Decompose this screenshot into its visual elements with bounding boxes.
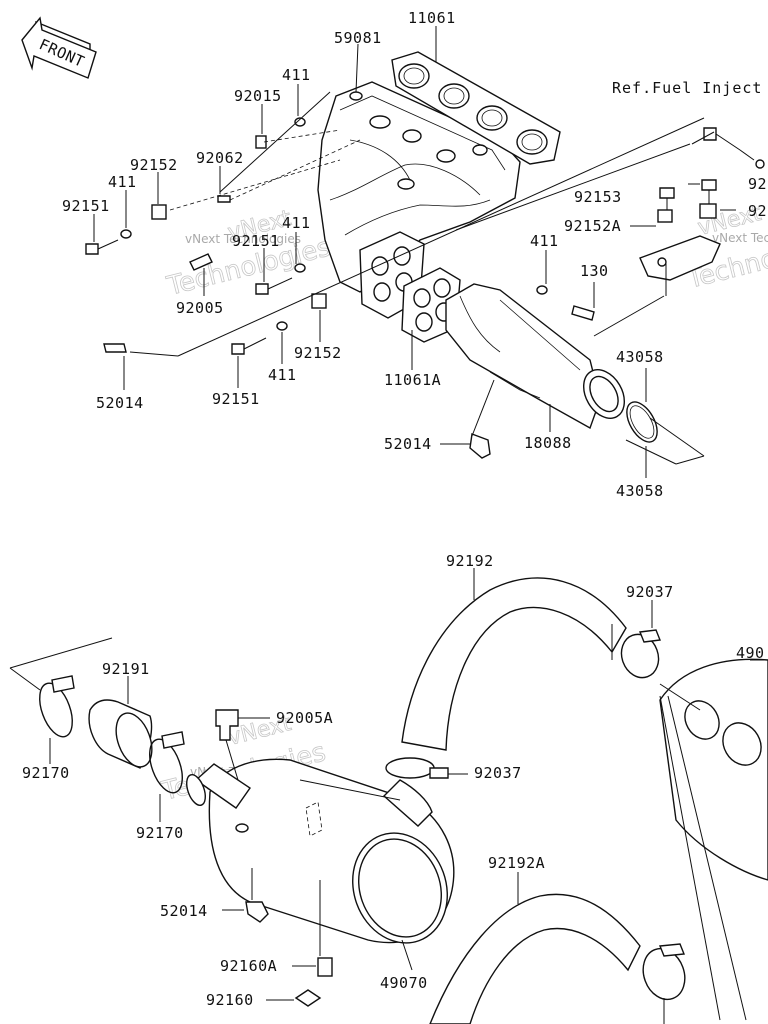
inlet-tube	[186, 763, 251, 809]
label-92-b: 92	[748, 202, 767, 220]
label-92170: 92170	[22, 764, 70, 782]
label-92152: 92152	[130, 156, 178, 174]
label-92160: 92160	[206, 991, 254, 1009]
part-labels: 11061 59081 411 92015 92062 92152 411 92…	[22, 9, 767, 1009]
label-92151: 92151	[232, 232, 280, 250]
label-92151: 92151	[212, 390, 260, 408]
label-92160A: 92160A	[220, 957, 277, 975]
label-130: 130	[580, 262, 609, 280]
label-11061: 11061	[408, 9, 456, 27]
muffler-490-right	[659, 658, 768, 881]
reference-label: Ref.Fuel Inject	[612, 79, 762, 97]
clamp-92037-a	[620, 600, 661, 679]
label-92192A: 92192A	[488, 854, 545, 872]
watermark-small: vNext Technologies	[185, 232, 301, 246]
leaders-upper	[93, 26, 736, 478]
exhaust-pipe-18088	[445, 283, 625, 430]
label-411: 411	[282, 214, 311, 232]
clamp-92170-a	[39, 675, 75, 764]
muffler-49070	[208, 758, 455, 971]
hose-92192	[401, 568, 627, 751]
label-52014: 52014	[384, 435, 432, 453]
label-92062: 92062	[196, 149, 244, 167]
label-43058: 43058	[616, 348, 664, 366]
label-59081: 59081	[334, 29, 382, 47]
label-92170: 92170	[136, 824, 184, 842]
leaders-lower	[9, 624, 747, 1021]
clamp-92037-b	[385, 757, 468, 779]
label-18088: 18088	[524, 434, 572, 452]
label-92005: 92005	[176, 299, 224, 317]
manifold-gasket-11061	[391, 51, 561, 165]
elbow-52014-lower	[222, 868, 269, 923]
label-411: 411	[268, 366, 297, 384]
ring-43058	[626, 401, 658, 443]
hose-92191	[88, 676, 153, 769]
label-92191: 92191	[102, 660, 150, 678]
label-92192: 92192	[446, 552, 494, 570]
label-490: 490	[736, 644, 765, 662]
label-92153: 92153	[574, 188, 622, 206]
label-92152A: 92152A	[564, 217, 621, 235]
bracket	[639, 179, 721, 281]
label-92037: 92037	[474, 764, 522, 782]
label-43058: 43058	[616, 482, 664, 500]
label-92005A: 92005A	[276, 709, 333, 727]
hose-92192A	[429, 872, 641, 1024]
clamp-92037-c	[642, 943, 686, 1024]
label-411: 411	[108, 173, 137, 191]
label-52014: 52014	[160, 902, 208, 920]
elbow-92005A	[215, 709, 270, 781]
label-92015: 92015	[234, 87, 282, 105]
label-92151: 92151	[62, 197, 110, 215]
label-411: 411	[530, 232, 559, 250]
label-92-a: 92	[748, 175, 767, 193]
label-49070: 49070	[380, 974, 428, 992]
front-badge: FRONT	[21, 16, 97, 79]
label-411: 411	[282, 66, 311, 84]
label-11061A: 11061A	[384, 371, 441, 389]
label-92037: 92037	[626, 583, 674, 601]
watermark-small-r: vNext Technologies	[712, 231, 768, 245]
outlet-gasket-11061A	[359, 231, 461, 343]
pad-92160A	[292, 880, 333, 977]
label-92152: 92152	[294, 344, 342, 362]
fasteners-upper	[85, 117, 765, 459]
label-52014: 52014	[96, 394, 144, 412]
clamp-92170-b	[149, 731, 185, 822]
pad-92160	[266, 989, 322, 1007]
